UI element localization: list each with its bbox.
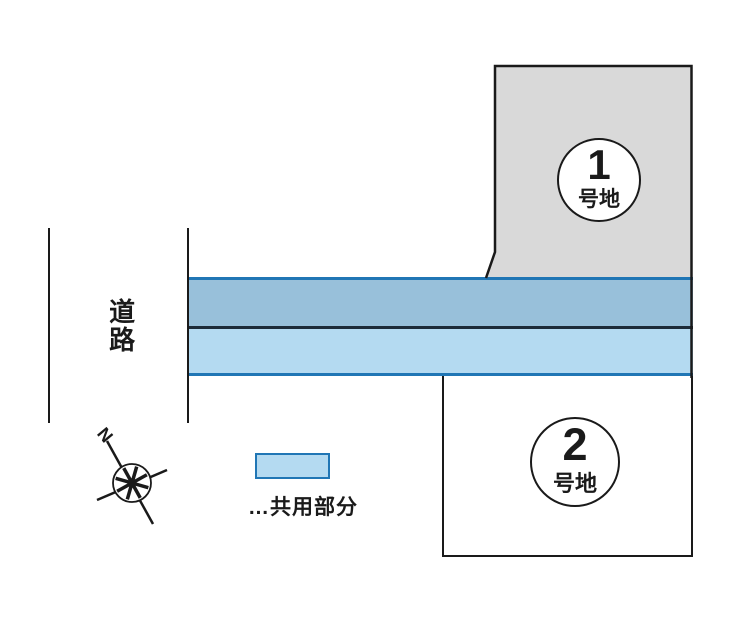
compass-center-dot (127, 478, 137, 488)
compass: N (93, 424, 168, 525)
shared-band-lower (188, 329, 693, 373)
legend-shared-area-swatch (255, 453, 330, 479)
band-divider-line (188, 326, 693, 329)
road-label: 道路 (105, 298, 136, 354)
road-edge-line-left (48, 228, 50, 423)
shared-area-bands (188, 277, 693, 376)
plot-1-number: 1 (587, 140, 611, 188)
road-edge-line-right (187, 228, 189, 423)
shared-band-upper (188, 280, 693, 326)
plot-2-badge: 2 号地 (530, 417, 620, 507)
plot-1-badge: 1 号地 (557, 138, 641, 222)
plot-1-border (484, 64, 693, 378)
compass-north-label: N (93, 424, 117, 447)
plot-2-suffix: 号地 (552, 470, 597, 496)
plot-1-suffix: 号地 (578, 188, 620, 212)
plot-2-number: 2 (562, 419, 588, 471)
legend-shared-area-label: …共用部分 (248, 496, 358, 519)
